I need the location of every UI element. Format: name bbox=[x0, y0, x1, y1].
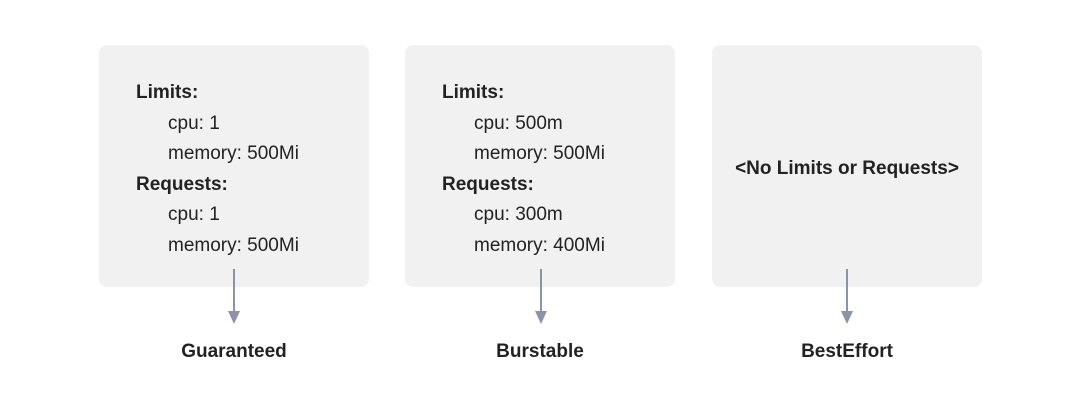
guaranteed-limits-title: Limits: bbox=[136, 82, 199, 103]
burstable-requests-memory: memory: 400Mi bbox=[474, 234, 605, 256]
burstable-limits-cpu: cpu: 500m bbox=[474, 112, 563, 134]
arrow-down-icon bbox=[841, 269, 853, 324]
burstable-requests-cpu: cpu: 300m bbox=[474, 204, 563, 225]
qos-class-besteffort: BestEffort bbox=[801, 341, 893, 362]
guaranteed-limits-cpu: cpu: 1 bbox=[168, 112, 220, 134]
besteffort-spec-card: <No Limits or Requests> bbox=[712, 45, 982, 287]
qos-class-guaranteed: Guaranteed bbox=[181, 341, 287, 362]
burstable-spec: Limits: cpu: 500m memory: 500Mi Requests… bbox=[442, 78, 605, 261]
guaranteed-limits-memory: memory: 500Mi bbox=[168, 143, 299, 164]
no-limits-or-requests-note: <No Limits or Requests> bbox=[735, 158, 959, 179]
guaranteed-spec: Limits: cpu: 1 memory: 500Mi Requests: c… bbox=[136, 78, 299, 261]
guaranteed-requests-title: Requests: bbox=[136, 173, 228, 195]
arrow-down-icon bbox=[228, 269, 240, 324]
arrow-down-icon bbox=[535, 269, 547, 324]
qos-class-burstable: Burstable bbox=[496, 341, 584, 362]
burstable-spec-card: Limits: cpu: 500m memory: 500Mi Requests… bbox=[405, 45, 675, 287]
guaranteed-spec-card: Limits: cpu: 1 memory: 500Mi Requests: c… bbox=[99, 45, 369, 287]
burstable-limits-memory: memory: 500Mi bbox=[474, 143, 605, 164]
burstable-limits-title: Limits: bbox=[442, 82, 505, 103]
burstable-requests-title: Requests: bbox=[442, 173, 534, 195]
guaranteed-requests-cpu: cpu: 1 bbox=[168, 204, 220, 225]
guaranteed-requests-memory: memory: 500Mi bbox=[168, 234, 299, 256]
